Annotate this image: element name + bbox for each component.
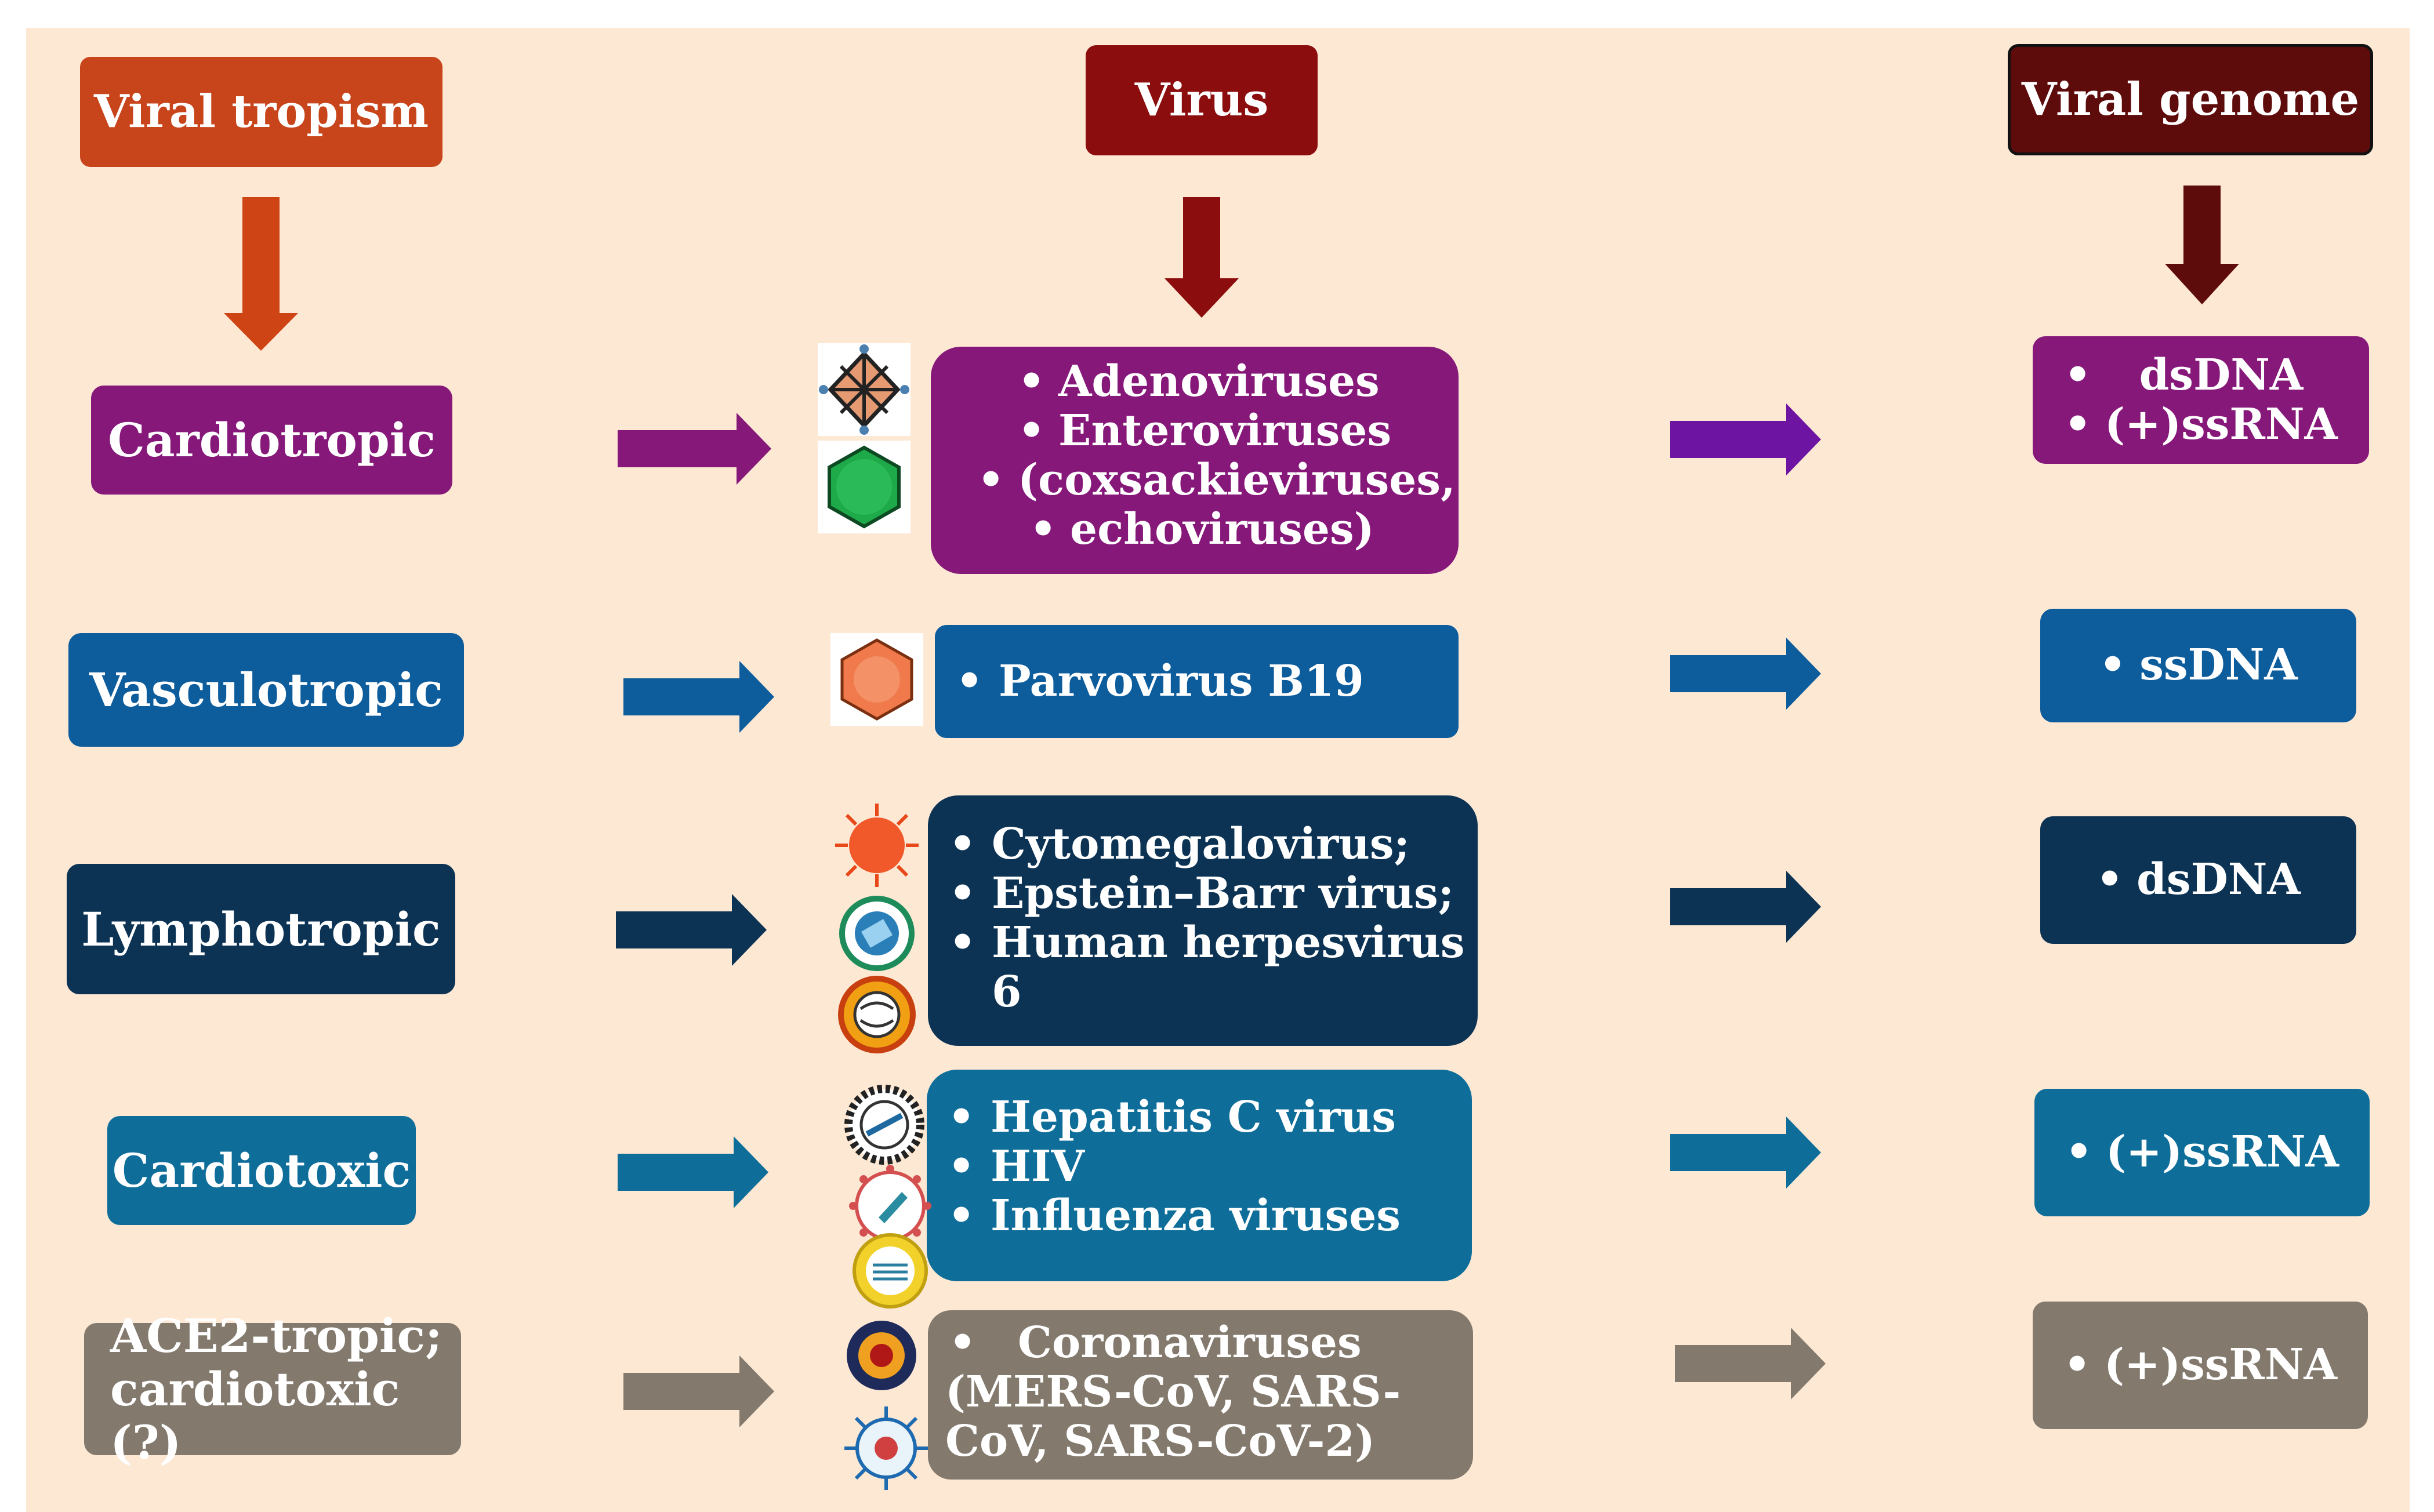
tropism-ace2-line: cardiotoxic (?) (110, 1362, 400, 1470)
mers-cov-icon (847, 1321, 916, 1390)
virus-item: Epstein–Barr virus; (928, 868, 1464, 918)
genome-vasculotropic: ssDNA (2040, 609, 2356, 722)
influenza-icon (853, 1233, 928, 1309)
genome-lymphotropic: dsDNA (2040, 816, 2356, 944)
genome-item: dsDNA (2096, 855, 2301, 905)
enterovirus-icon (818, 441, 911, 533)
genome-ace2: (+)ssRNA (2033, 1302, 2368, 1429)
virus-item-continuation: (MERS-CoV, SARS- (945, 1367, 1401, 1418)
virus-item: Coronaviruses (928, 1318, 1401, 1368)
virus-item-continuation: CoV, SARS-CoV-2) (945, 1416, 1375, 1467)
cytomegalovirus-icon (835, 804, 919, 887)
epstein-barr-icon (839, 896, 915, 971)
tropism-ace2: ACE2-tropic; cardiotoxic (?) (84, 1309, 461, 1469)
genome-item: dsDNA (2064, 350, 2338, 400)
virus-item: (coxsackieviruses, (977, 456, 1456, 506)
virus-box-ace2: Coronaviruses (MERS-CoV, SARS- CoV, SARS… (928, 1310, 1473, 1480)
hepatitis-c-icon (844, 1085, 924, 1165)
header-viral-genome: Viral genome (2008, 44, 2373, 155)
diagram-background (26, 28, 2410, 1512)
tropism-ace2-line: ACE2-tropic; (110, 1309, 442, 1363)
genome-item: (+)ssRNA (2064, 399, 2338, 449)
virus-item: Parvovirus B19 (935, 656, 1364, 706)
genome-cardiotoxic: (+)ssRNA (2034, 1089, 2370, 1216)
herpesvirus-icon (838, 976, 916, 1053)
genome-item: ssDNA (2099, 641, 2298, 690)
virus-box-lymphotropic: Cytomegalovirus; Epstein–Barr virus; Hum… (928, 795, 1478, 1046)
virus-list-cardiotropic: Adenoviruses Enteroviruses (coxsackievir… (977, 357, 1456, 555)
virus-list-vasculotropic: Parvovirus B19 (935, 656, 1364, 706)
genome-item: (+)ssRNA (2065, 1128, 2339, 1177)
virus-box-vasculotropic: Parvovirus B19 (935, 625, 1459, 738)
header-virus: Virus (1086, 45, 1318, 155)
virus-list-ace2: Coronaviruses (928, 1318, 1401, 1368)
tropism-cardiotropic: Cardiotropic (91, 386, 452, 495)
virus-item: Human herpesvirus (928, 918, 1464, 968)
adenovirus-icon (818, 343, 911, 436)
tropism-lymphotropic: Lymphotropic (67, 864, 455, 994)
virus-box-cardiotropic: Adenoviruses Enteroviruses (coxsackievir… (931, 347, 1459, 574)
genome-item: (+)ssRNA (2063, 1340, 2337, 1390)
virus-item-continuation: 6 (992, 967, 1022, 1017)
virus-item: Cytomegalovirus; (928, 819, 1464, 869)
virus-item: Hepatitis C virus (927, 1092, 1401, 1142)
virus-item: Adenoviruses (1018, 357, 1456, 406)
tropism-cardiotoxic: Cardiotoxic (107, 1116, 416, 1225)
tropism-vasculotropic: Vasculotropic (68, 633, 464, 747)
parvovirus-icon (830, 633, 923, 726)
genome-cardiotropic: dsDNA (+)ssRNA (2033, 336, 2369, 464)
virus-item: echoviruses) (1029, 505, 1456, 555)
sars-cov-icon (844, 1406, 928, 1490)
virus-box-cardiotoxic: Hepatitis C virus HIV Influenza viruses (927, 1070, 1472, 1281)
virus-list-cardiotoxic: Hepatitis C virus HIV Influenza viruses (927, 1092, 1401, 1241)
virus-item: Enteroviruses (1018, 406, 1456, 456)
virus-item: HIV (927, 1142, 1401, 1191)
header-viral-tropism: Viral tropism (80, 57, 442, 167)
virus-list-lymphotropic: Cytomegalovirus; Epstein–Barr virus; Hum… (928, 819, 1464, 968)
virus-item: Influenza viruses (927, 1191, 1401, 1241)
